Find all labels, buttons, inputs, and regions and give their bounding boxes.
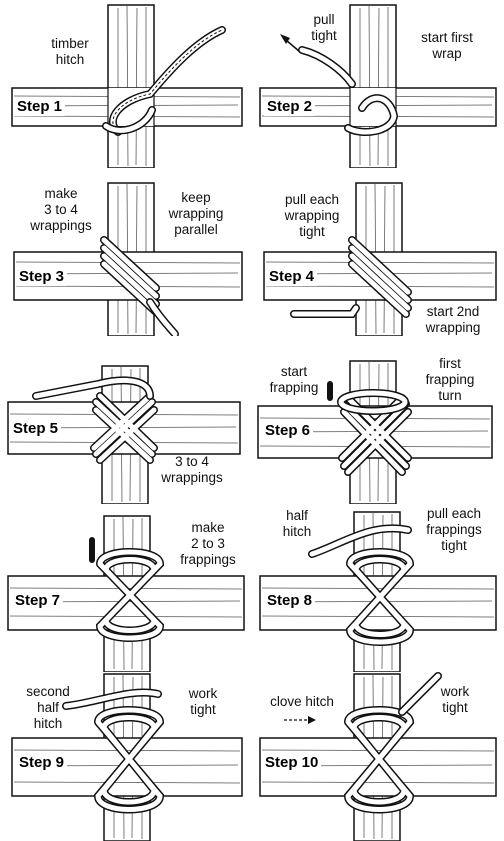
label-make-2-to-3-frappings: make 2 to 3 frappings <box>180 520 236 567</box>
label-keep-wrapping-parallel: keep wrapping parallel <box>168 190 224 237</box>
step-label: Step 4 <box>266 268 318 286</box>
label-start-first-wrap: start first wrap <box>421 30 473 61</box>
panel-step-6: start frapping first frapping turn Step … <box>252 336 504 504</box>
label-first-frapping-turn: first frapping turn <box>425 356 475 403</box>
label-pull-each-wrapping-tight: pull each wrapping tight <box>284 192 340 239</box>
step-5-illustration <box>7 365 241 504</box>
step-2-illustration <box>259 4 497 168</box>
label-half-hitch: half hitch <box>282 508 312 539</box>
step-label: Step 7 <box>12 592 64 610</box>
step-label: Step 10 <box>262 754 322 772</box>
step-1-illustration <box>11 4 243 168</box>
frapping-figure-eight <box>62 688 165 814</box>
panel-step-9: second half hitch work tight Step 9 <box>0 672 252 841</box>
label-make-3-to-4-wrappings: make 3 to 4 wrappings <box>30 186 92 233</box>
step-label: Step 3 <box>16 268 68 286</box>
panel-step-4: pull each wrapping tight start 2nd wrapp… <box>252 168 504 336</box>
panel-step-8: half hitch pull each frappings tight Ste… <box>252 504 504 672</box>
step-label: Step 5 <box>10 420 62 438</box>
left-arrow <box>280 34 301 53</box>
step-label: Step 8 <box>264 592 316 610</box>
dashed-right-arrow <box>284 716 316 724</box>
label-timber-hitch: timber hitch <box>51 36 89 67</box>
step-label: Step 1 <box>14 98 66 116</box>
rope-wraps <box>32 376 158 464</box>
label-clove-hitch: clove hitch <box>270 694 334 709</box>
label-3-to-4-wrappings: 3 to 4 wrappings <box>161 454 223 485</box>
panel-step-7: make 2 to 3 frappings Step 7 <box>0 504 252 672</box>
label-second-half-hitch: second half hitch <box>26 684 70 731</box>
label-pull-tight: pull tight <box>311 12 337 43</box>
label-work-tight: work tight <box>440 684 470 715</box>
label-work-tight: work tight <box>188 686 218 717</box>
step-8-illustration <box>259 511 497 672</box>
frapping-figure-eight <box>343 672 442 814</box>
frapping-figure-eight <box>308 524 415 646</box>
panel-step-2: pull tight start first wrap Step 2 <box>252 0 504 168</box>
vertical-pole <box>349 4 397 168</box>
label-start-2nd-wrapping: start 2nd wrapping <box>425 304 481 335</box>
label-start-frapping: start frapping <box>269 364 319 395</box>
rope-wraps <box>290 236 412 318</box>
frapping-figure-eight <box>89 537 165 642</box>
panel-step-3: make 3 to 4 wrappings keep wrapping para… <box>0 168 252 336</box>
rope-wraps <box>327 381 412 476</box>
rope <box>102 26 226 136</box>
rope <box>298 46 399 136</box>
rope-wraps <box>100 236 179 336</box>
vertical-pole <box>107 4 155 168</box>
panel-step-5: 3 to 4 wrappings Step 5 <box>0 336 252 504</box>
panel-step-10: clove hitch work tight Step 10 <box>252 672 504 841</box>
step-7-illustration <box>7 515 245 672</box>
step-label: Step 9 <box>16 754 68 772</box>
step-label: Step 6 <box>262 422 314 440</box>
label-pull-each-frappings-tight: pull each frappings tight <box>426 506 482 553</box>
step-label: Step 2 <box>264 98 316 116</box>
panel-step-1: timber hitch Step 1 <box>0 0 252 168</box>
